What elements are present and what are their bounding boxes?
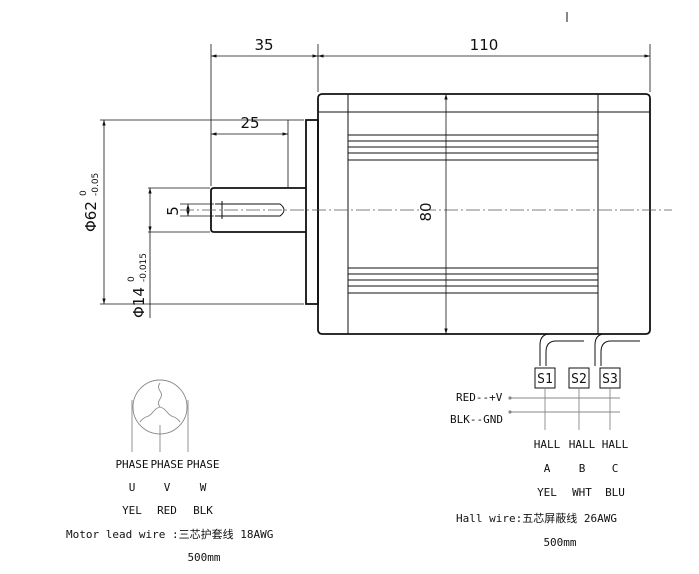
cable-exits — [539, 333, 640, 366]
hall-row3-b: WHT — [572, 486, 592, 499]
hall-wiring — [508, 388, 620, 430]
winding-schematic — [131, 379, 189, 452]
hall-row1-a: HALL — [534, 438, 561, 451]
hall-sensor-s3: S3 — [602, 372, 618, 387]
dim-shaft-tol-upper: 0 — [127, 276, 137, 282]
hall-row2-b: B — [579, 462, 586, 475]
dim-shaft-diameter: Φ14 — [130, 287, 148, 318]
hall-row3-c: BLU — [605, 486, 625, 499]
dim-shaft-usable-length: 25 — [240, 114, 259, 132]
motor-lead-row1-w: PHASE — [186, 458, 219, 471]
dim-body-length: 110 — [470, 36, 499, 54]
hall-row1-b: HALL — [569, 438, 596, 451]
extension-lines — [100, 44, 651, 305]
dim-pilot-tol-lower: -0.05 — [91, 173, 101, 196]
power-label-black: BLK--GND — [450, 413, 503, 426]
dim-shaft-length: 35 — [254, 36, 273, 54]
hall-wire-length: 500mm — [543, 536, 576, 549]
motor-lead-row3-v: RED — [157, 504, 177, 517]
motor-lead-row3-u: YEL — [122, 504, 142, 517]
hall-row1-c: HALL — [602, 438, 629, 451]
motor-lead-length: 500mm — [187, 551, 220, 564]
hall-sensor-s1: S1 — [537, 372, 553, 387]
motor-lead-row2-u: U — [129, 481, 136, 494]
dim-body-height: 80 — [417, 202, 435, 221]
motor-lead-row1-u: PHASE — [115, 458, 148, 471]
hall-row2-a: A — [544, 462, 551, 475]
motor-lead-row2-v: V — [164, 481, 171, 494]
motor-flange — [305, 119, 319, 305]
hall-row2-c: C — [612, 462, 619, 475]
motor-lead-row3-w: BLK — [193, 504, 213, 517]
power-label-red: RED--+V — [456, 391, 503, 404]
dim-pilot-diameter: Φ62 — [82, 201, 100, 232]
motor-lead-row1-v: PHASE — [150, 458, 183, 471]
dim-key-width: 5 — [164, 206, 182, 216]
hall-row3-a: YEL — [537, 486, 557, 499]
motor-body — [317, 93, 651, 335]
dim-shaft-tol-lower: -0.015 — [139, 253, 149, 282]
hall-sensor-s2: S2 — [571, 372, 587, 387]
hall-wire-caption: Hall wire:五芯屏蔽线 26AWG — [456, 511, 617, 525]
motor-lead-caption: Motor lead wire :三芯护套线 18AWG — [66, 527, 273, 541]
dim-pilot-tol-upper: 0 — [79, 190, 89, 196]
motor-lead-row2-w: W — [200, 481, 207, 494]
